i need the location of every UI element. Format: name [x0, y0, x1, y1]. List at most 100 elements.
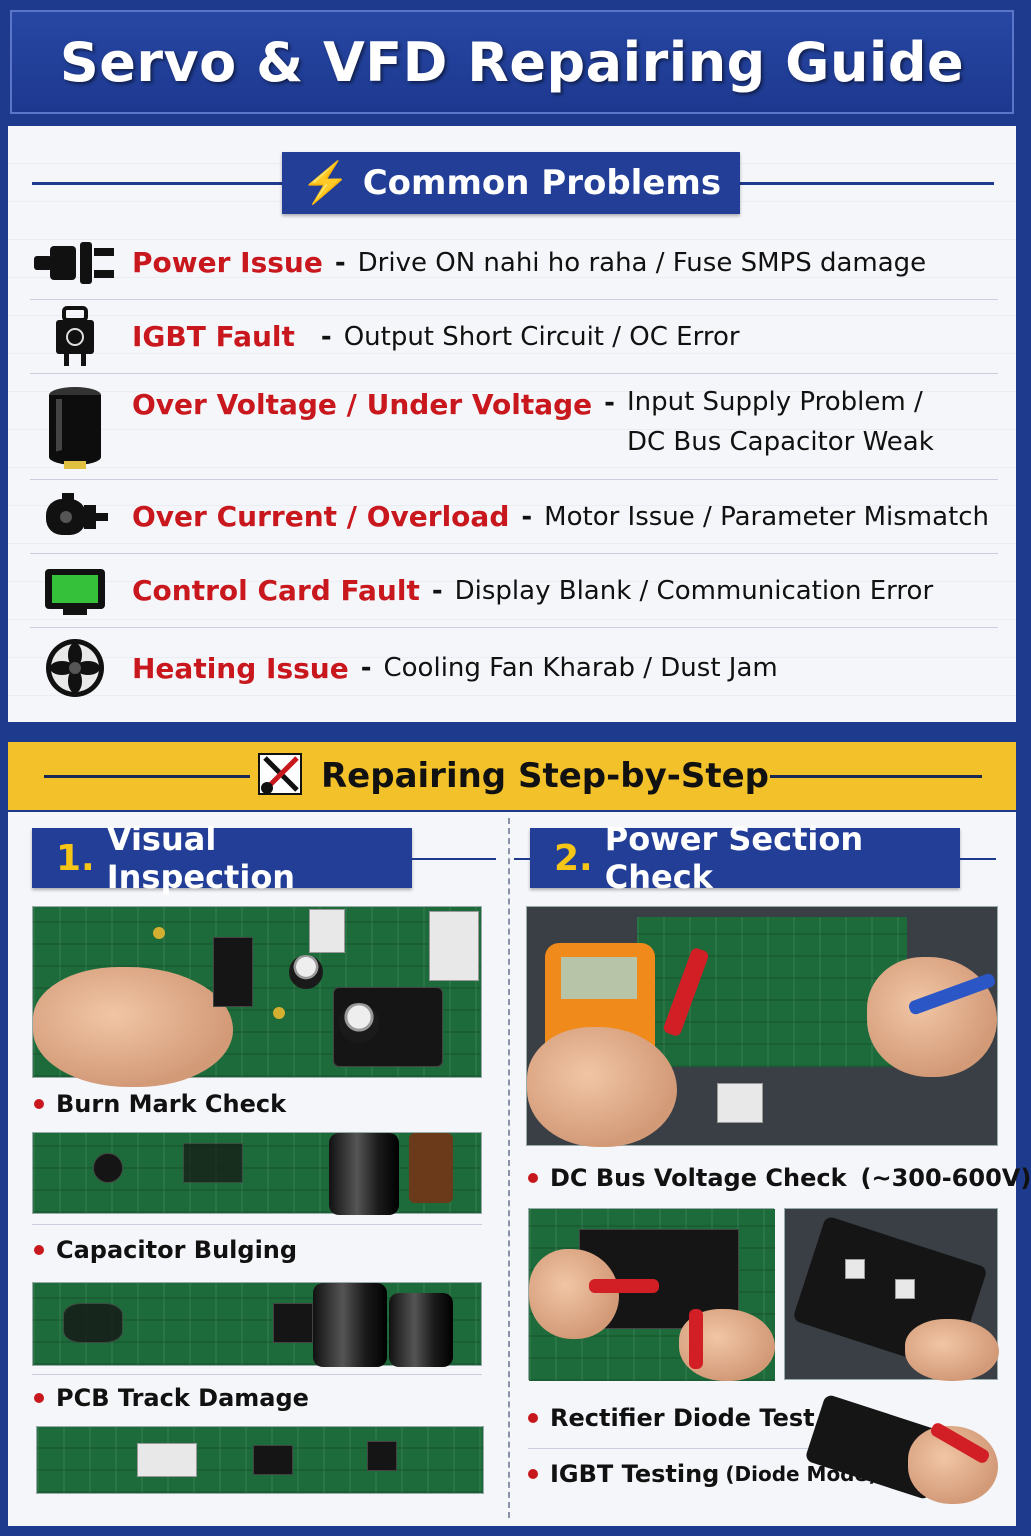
problem-row-voltage: Over Voltage / Under Voltage - Input Sup…	[30, 374, 998, 480]
step-1-header: 1. Visual Inspection	[32, 820, 412, 896]
check-label: IGBT Testing	[550, 1460, 720, 1488]
problem-row-power: Power Issue - Drive ON nahi ho raha / Fu…	[30, 226, 998, 300]
problem-separator: -	[521, 501, 533, 532]
terminal-image	[895, 1279, 915, 1299]
problem-name: Heating Issue	[132, 651, 349, 685]
problem-name: IGBT Fault	[132, 320, 295, 353]
title-bar: Servo & VFD Repairing Guide	[10, 10, 1014, 114]
capacitor-bulging-photo	[32, 1282, 482, 1367]
problem-description: Drive ON nahi ho raha / Fuse SMPS damage	[357, 247, 927, 278]
capacitor-image	[313, 1283, 387, 1367]
problem-name: Power Issue	[132, 246, 323, 279]
transformer-image	[333, 987, 443, 1067]
bullet-icon	[34, 1393, 44, 1403]
chip-image	[273, 1303, 313, 1343]
tools-icon	[255, 750, 305, 803]
inductor-image	[409, 1133, 453, 1203]
rectifier-test-photo	[528, 1208, 775, 1381]
common-problems-header: ⚡ Common Problems	[282, 152, 740, 214]
pcb-track-photo	[36, 1426, 484, 1494]
display-icon	[30, 556, 120, 626]
step-2-rule-right	[960, 858, 996, 860]
red-probe-image	[689, 1309, 703, 1369]
relay-image	[309, 909, 345, 953]
bullet-icon	[528, 1469, 538, 1479]
burn-mark-photo	[32, 1132, 482, 1215]
power-plug-icon	[30, 228, 120, 298]
igbt-module-photo	[784, 1208, 999, 1381]
step-title: Power Section Check	[604, 820, 864, 896]
bullet-icon	[528, 1173, 538, 1183]
problem-row-control-card: Control Card Fault - Display Blank / Com…	[30, 554, 998, 628]
repairing-steps-panel: 1. Visual Inspection Burn Mark Check	[8, 812, 1031, 1526]
check-capacitor-bulging: Capacitor Bulging	[34, 1236, 297, 1264]
cooling-fan-icon	[30, 633, 120, 703]
row-divider	[32, 1224, 482, 1225]
repairing-banner: Repairing Step-by-Step	[8, 742, 1016, 810]
problem-description: Motor Issue / Parameter Mismatch	[544, 501, 990, 532]
check-burn-mark: Burn Mark Check	[34, 1090, 286, 1118]
check-rectifier-diode: Rectifier Diode Test	[528, 1404, 815, 1432]
visual-inspection-photo	[32, 906, 482, 1087]
capacitor-image	[329, 1133, 399, 1215]
hand-image	[905, 1319, 999, 1381]
chip-image	[253, 1445, 293, 1475]
problem-row-igbt: IGBT Fault - Output Short Circuit / OC E…	[30, 300, 998, 374]
problem-separator: -	[360, 653, 372, 683]
relay-image	[429, 911, 479, 981]
diode-mode-test-photo	[804, 1386, 998, 1506]
capacitor-image	[289, 955, 323, 989]
check-label: Rectifier Diode Test	[550, 1404, 815, 1432]
problem-separator: -	[334, 247, 346, 278]
multimeter-display	[561, 957, 637, 999]
step-title: Visual Inspection	[106, 820, 296, 896]
problem-separator: -	[431, 575, 443, 606]
terminal-image	[845, 1259, 865, 1279]
check-label: Capacitor Bulging	[56, 1236, 298, 1264]
banner-rule-right	[770, 775, 982, 778]
header-rule-right	[738, 182, 994, 185]
connector-image	[137, 1443, 197, 1477]
problem-description: Display Blank / Communication Error	[454, 575, 934, 606]
problem-separator: -	[320, 321, 332, 352]
check-label: PCB Track Damage	[56, 1384, 309, 1412]
check-note: (~300-600V)	[860, 1164, 1031, 1192]
step-number: 2.	[554, 837, 593, 879]
problem-description-line-2: DC Bus Capacitor Weak	[626, 427, 934, 457]
hand-image	[527, 1027, 677, 1147]
bullet-icon	[34, 1099, 44, 1109]
problem-name: Over Voltage / Under Voltage	[132, 388, 593, 421]
red-probe-image	[589, 1279, 659, 1293]
problem-name: Control Card Fault	[132, 574, 420, 607]
igbt-module-icon	[30, 302, 120, 372]
check-label: DC Bus Voltage Check	[550, 1164, 847, 1192]
motor-icon	[30, 482, 120, 552]
relay-image	[717, 1083, 763, 1123]
problem-separator: -	[604, 388, 615, 418]
problem-description: Output Short Circuit / OC Error	[343, 321, 740, 352]
chip-image	[367, 1441, 397, 1471]
hand-image	[529, 1249, 619, 1339]
problem-description: Input Supply Problem / DC Bus Capacitor …	[627, 382, 934, 462]
problem-description: Cooling Fan Kharab / Dust Jam	[383, 653, 778, 683]
check-pcb-track-damage: PCB Track Damage	[34, 1384, 309, 1412]
capacitor-image	[339, 1003, 379, 1043]
banner-rule-left	[44, 775, 250, 778]
common-problems-panel: ⚡ Common Problems Power Issue - Drive ON…	[8, 126, 1016, 722]
step-1-rule	[412, 858, 496, 860]
lightning-bolt-icon: ⚡	[300, 161, 351, 205]
solder-point	[273, 1007, 285, 1019]
step-number: 1.	[56, 837, 95, 879]
row-divider	[528, 1448, 808, 1449]
step-2-rule-left	[514, 858, 530, 860]
hand-image	[33, 967, 233, 1087]
problem-name: Over Current / Overload	[132, 500, 510, 533]
step-2-header: 2. Power Section Check	[530, 820, 960, 896]
capacitor-image	[389, 1293, 453, 1367]
capacitor-icon	[30, 387, 120, 469]
problem-row-heating: Heating Issue - Cooling Fan Kharab / Dus…	[30, 628, 998, 708]
check-dc-bus-voltage: DC Bus Voltage Check (~300-600V)	[528, 1164, 1031, 1192]
row-divider	[32, 1374, 482, 1375]
problem-row-current: Over Current / Overload - Motor Issue / …	[30, 480, 998, 554]
